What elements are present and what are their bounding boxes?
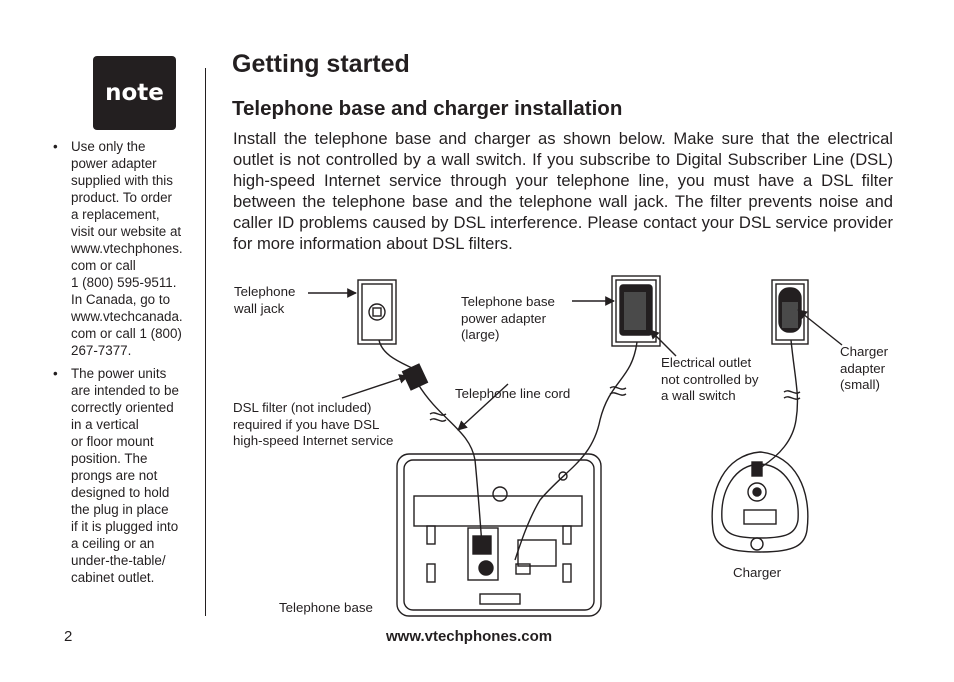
cord-break-mark — [429, 412, 447, 422]
charger-icon — [711, 451, 809, 553]
outlet-small-icon — [771, 279, 809, 345]
base-power-cord — [514, 341, 638, 561]
label-charger: Charger — [733, 565, 782, 580]
cord-break-mark — [783, 390, 801, 400]
outlet-arrow — [649, 329, 677, 357]
label-line-cord: Telephone line cord — [455, 386, 571, 401]
label-telephone-base: Telephone base — [279, 600, 373, 615]
note-badge: note — [93, 56, 176, 130]
footer-url[interactable]: www.vtechphones.com — [386, 628, 553, 645]
wall-jack-icon — [357, 279, 397, 345]
cord-break-mark — [609, 386, 627, 396]
telephone-base-icon — [396, 453, 602, 617]
charger-power-cord — [759, 339, 799, 469]
outlet-large-icon — [611, 275, 661, 347]
section-title: Telephone base and charger installation — [232, 97, 623, 120]
jack-to-filter-cord — [378, 339, 413, 369]
telephone-line-cord — [417, 383, 483, 546]
dsl-filter-arrow — [341, 374, 409, 399]
charger-adapter-arrow — [797, 309, 843, 346]
label-dsl-filter: DSL filter (not included)required if you… — [233, 400, 394, 448]
page-number: 2 — [64, 628, 73, 645]
page-title: Getting started — [232, 50, 410, 78]
column-divider — [205, 68, 206, 616]
body-paragraph: Install the telephone base and charger a… — [233, 129, 893, 253]
line-cord-arrow — [457, 383, 509, 431]
